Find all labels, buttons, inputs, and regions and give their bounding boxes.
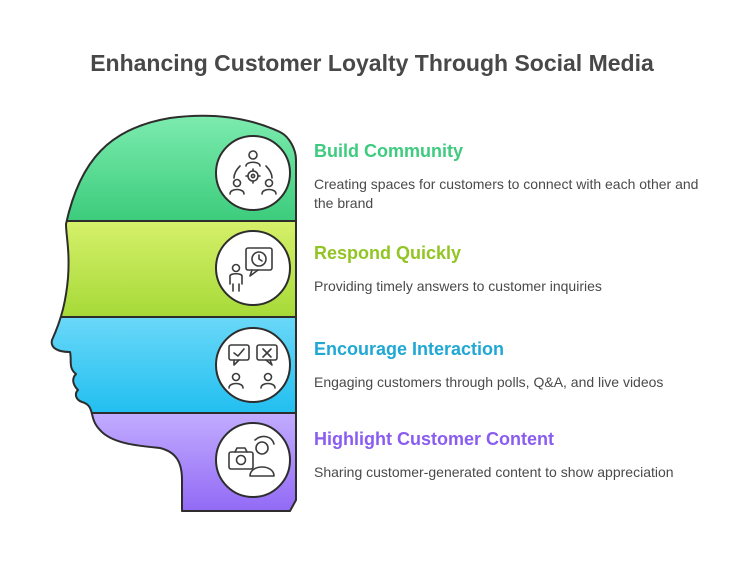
step-description: Sharing customer-generated content to sh… (314, 464, 674, 480)
page-title: Enhancing Customer Loyalty Through Socia… (90, 50, 654, 76)
step-respond-quickly: Respond Quickly Providing timely answers… (314, 243, 714, 296)
head-outline (50, 114, 297, 512)
step-title: Build Community (314, 141, 463, 161)
step-title: Respond Quickly (314, 243, 462, 263)
poll-icon (228, 344, 278, 389)
community-icon (229, 150, 277, 195)
step-highlight-customer-content: Highlight Customer Content Sharing custo… (314, 429, 714, 482)
clock-chat-icon (229, 247, 273, 292)
step-title: Encourage Interaction (314, 339, 505, 359)
step-description: Engaging customers through polls, Q&A, a… (314, 374, 664, 390)
step-description: Creating spaces for customers to connect… (314, 176, 699, 211)
step-title: Highlight Customer Content (314, 429, 554, 449)
step-description: Providing timely answers to customer inq… (314, 278, 602, 294)
step-build-community: Build Community Creating spaces for cust… (314, 141, 714, 213)
step-encourage-interaction: Encourage Interaction Engaging customers… (314, 339, 714, 392)
camera-user-icon (228, 435, 275, 477)
